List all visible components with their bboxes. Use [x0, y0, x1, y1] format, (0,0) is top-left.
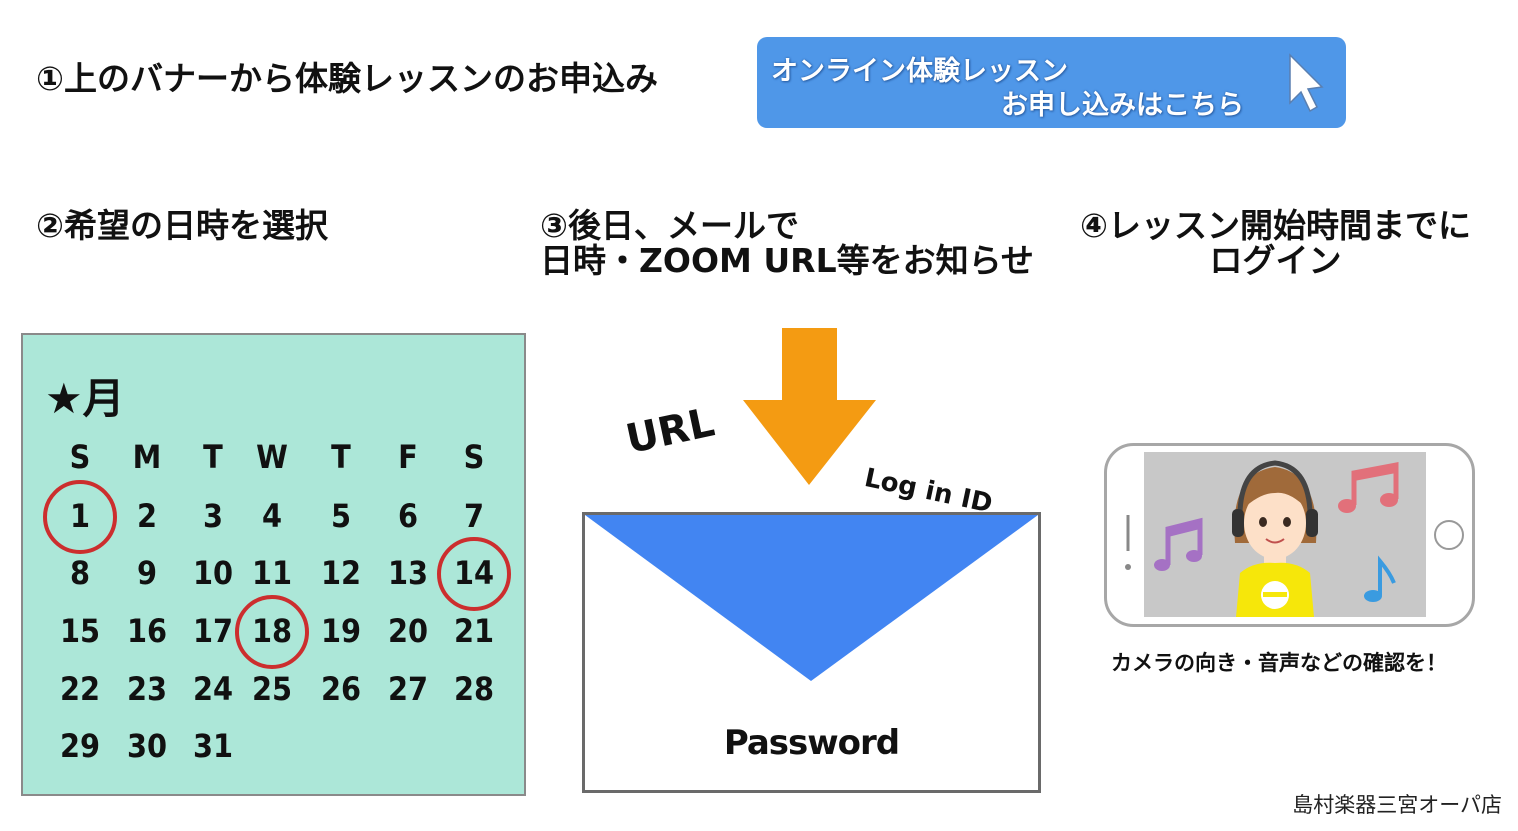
calendar-weekday: T — [203, 438, 223, 476]
music-note-icon — [1364, 555, 1396, 602]
calendar-day[interactable]: 30 — [126, 727, 168, 765]
store-name: 島村楽器三宮オーパ店 — [1292, 793, 1502, 817]
online-trial-lesson-banner[interactable]: オンライン体験レッスン お申し込みはこちら — [757, 37, 1346, 128]
step-2-text: ②希望の日時を選択 — [36, 206, 328, 245]
url-label: URL — [622, 399, 719, 463]
calendar-day[interactable]: 13 — [387, 554, 429, 592]
calendar-weekday: F — [398, 438, 418, 476]
calendar-day[interactable]: 6 — [397, 497, 419, 535]
calendar-day[interactable]: 20 — [387, 612, 429, 650]
step-3-text: ③後日、メールで 日時・ZOOM URL等をお知らせ — [540, 209, 1034, 277]
calendar-day[interactable]: 31 — [192, 727, 234, 765]
step-4-line-1: ④レッスン開始時間までに — [1080, 206, 1471, 245]
calendar-day[interactable]: 2 — [136, 497, 158, 535]
phone-caption: カメラの向き・音声などの確認を！ — [1111, 651, 1447, 675]
calendar-weekday: T — [331, 438, 351, 476]
music-note-icon — [1154, 517, 1203, 571]
headphones-person-icon — [1232, 460, 1318, 617]
calendar-day[interactable]: 12 — [320, 554, 362, 592]
calendar-day[interactable]: 17 — [192, 612, 234, 650]
calendar-day[interactable]: 4 — [261, 497, 283, 535]
envelope-icon: Password — [582, 512, 1041, 793]
calendar-day[interactable]: 15 — [59, 612, 101, 650]
calendar-day[interactable]: 19 — [320, 612, 362, 650]
calendar-day[interactable]: 5 — [330, 497, 352, 535]
down-arrow-icon — [743, 328, 876, 485]
calendar-weekday: M — [132, 438, 162, 476]
calendar-day[interactable]: 21 — [453, 612, 495, 650]
password-label: Password — [723, 723, 900, 763]
calendar-day[interactable]: 1 — [69, 497, 91, 535]
calendar-month-title: ★月 — [45, 374, 125, 423]
calendar-day[interactable]: 11 — [251, 554, 293, 592]
calendar-day[interactable]: 16 — [126, 612, 168, 650]
music-note-icon — [1338, 461, 1399, 513]
calendar-weekday: S — [69, 438, 91, 476]
calendar-day[interactable]: 22 — [59, 670, 101, 708]
smartphone-icon — [1104, 443, 1475, 627]
calendar-day[interactable]: 3 — [202, 497, 224, 535]
calendar-day[interactable]: 18 — [251, 612, 293, 650]
step-3-line-1: ③後日、メールで — [540, 206, 799, 245]
calendar-day[interactable]: 26 — [320, 670, 362, 708]
cursor-arrow-icon — [1289, 53, 1324, 113]
calendar-day[interactable]: 27 — [387, 670, 429, 708]
calendar-day[interactable]: 25 — [251, 670, 293, 708]
calendar-day[interactable]: 7 — [463, 497, 485, 535]
calendar-day[interactable]: 28 — [453, 670, 495, 708]
calendar-weekday: W — [256, 438, 288, 476]
step-3-line-2: 日時・ZOOM URL等をお知らせ — [540, 241, 1034, 280]
calendar-weekday: S — [463, 438, 485, 476]
step-1-text: ①上のバナーから体験レッスンのお申込み — [36, 59, 658, 98]
calendar-day[interactable]: 9 — [136, 554, 158, 592]
calendar-day[interactable]: 10 — [192, 554, 234, 592]
step-4-text: ④レッスン開始時間までに ログイン — [1080, 209, 1471, 277]
calendar-day[interactable]: 29 — [59, 727, 101, 765]
login-id-label: Log in ID — [861, 463, 995, 520]
calendar-day[interactable]: 14 — [453, 554, 495, 592]
calendar-day[interactable]: 8 — [69, 554, 91, 592]
banner-line-1: オンライン体験レッスン — [771, 56, 1068, 87]
calendar-day[interactable]: 24 — [192, 670, 234, 708]
step-4-line-2: ログイン — [1209, 241, 1342, 280]
calendar-day[interactable]: 23 — [126, 670, 168, 708]
banner-line-2: お申し込みはこちら — [1001, 90, 1244, 121]
